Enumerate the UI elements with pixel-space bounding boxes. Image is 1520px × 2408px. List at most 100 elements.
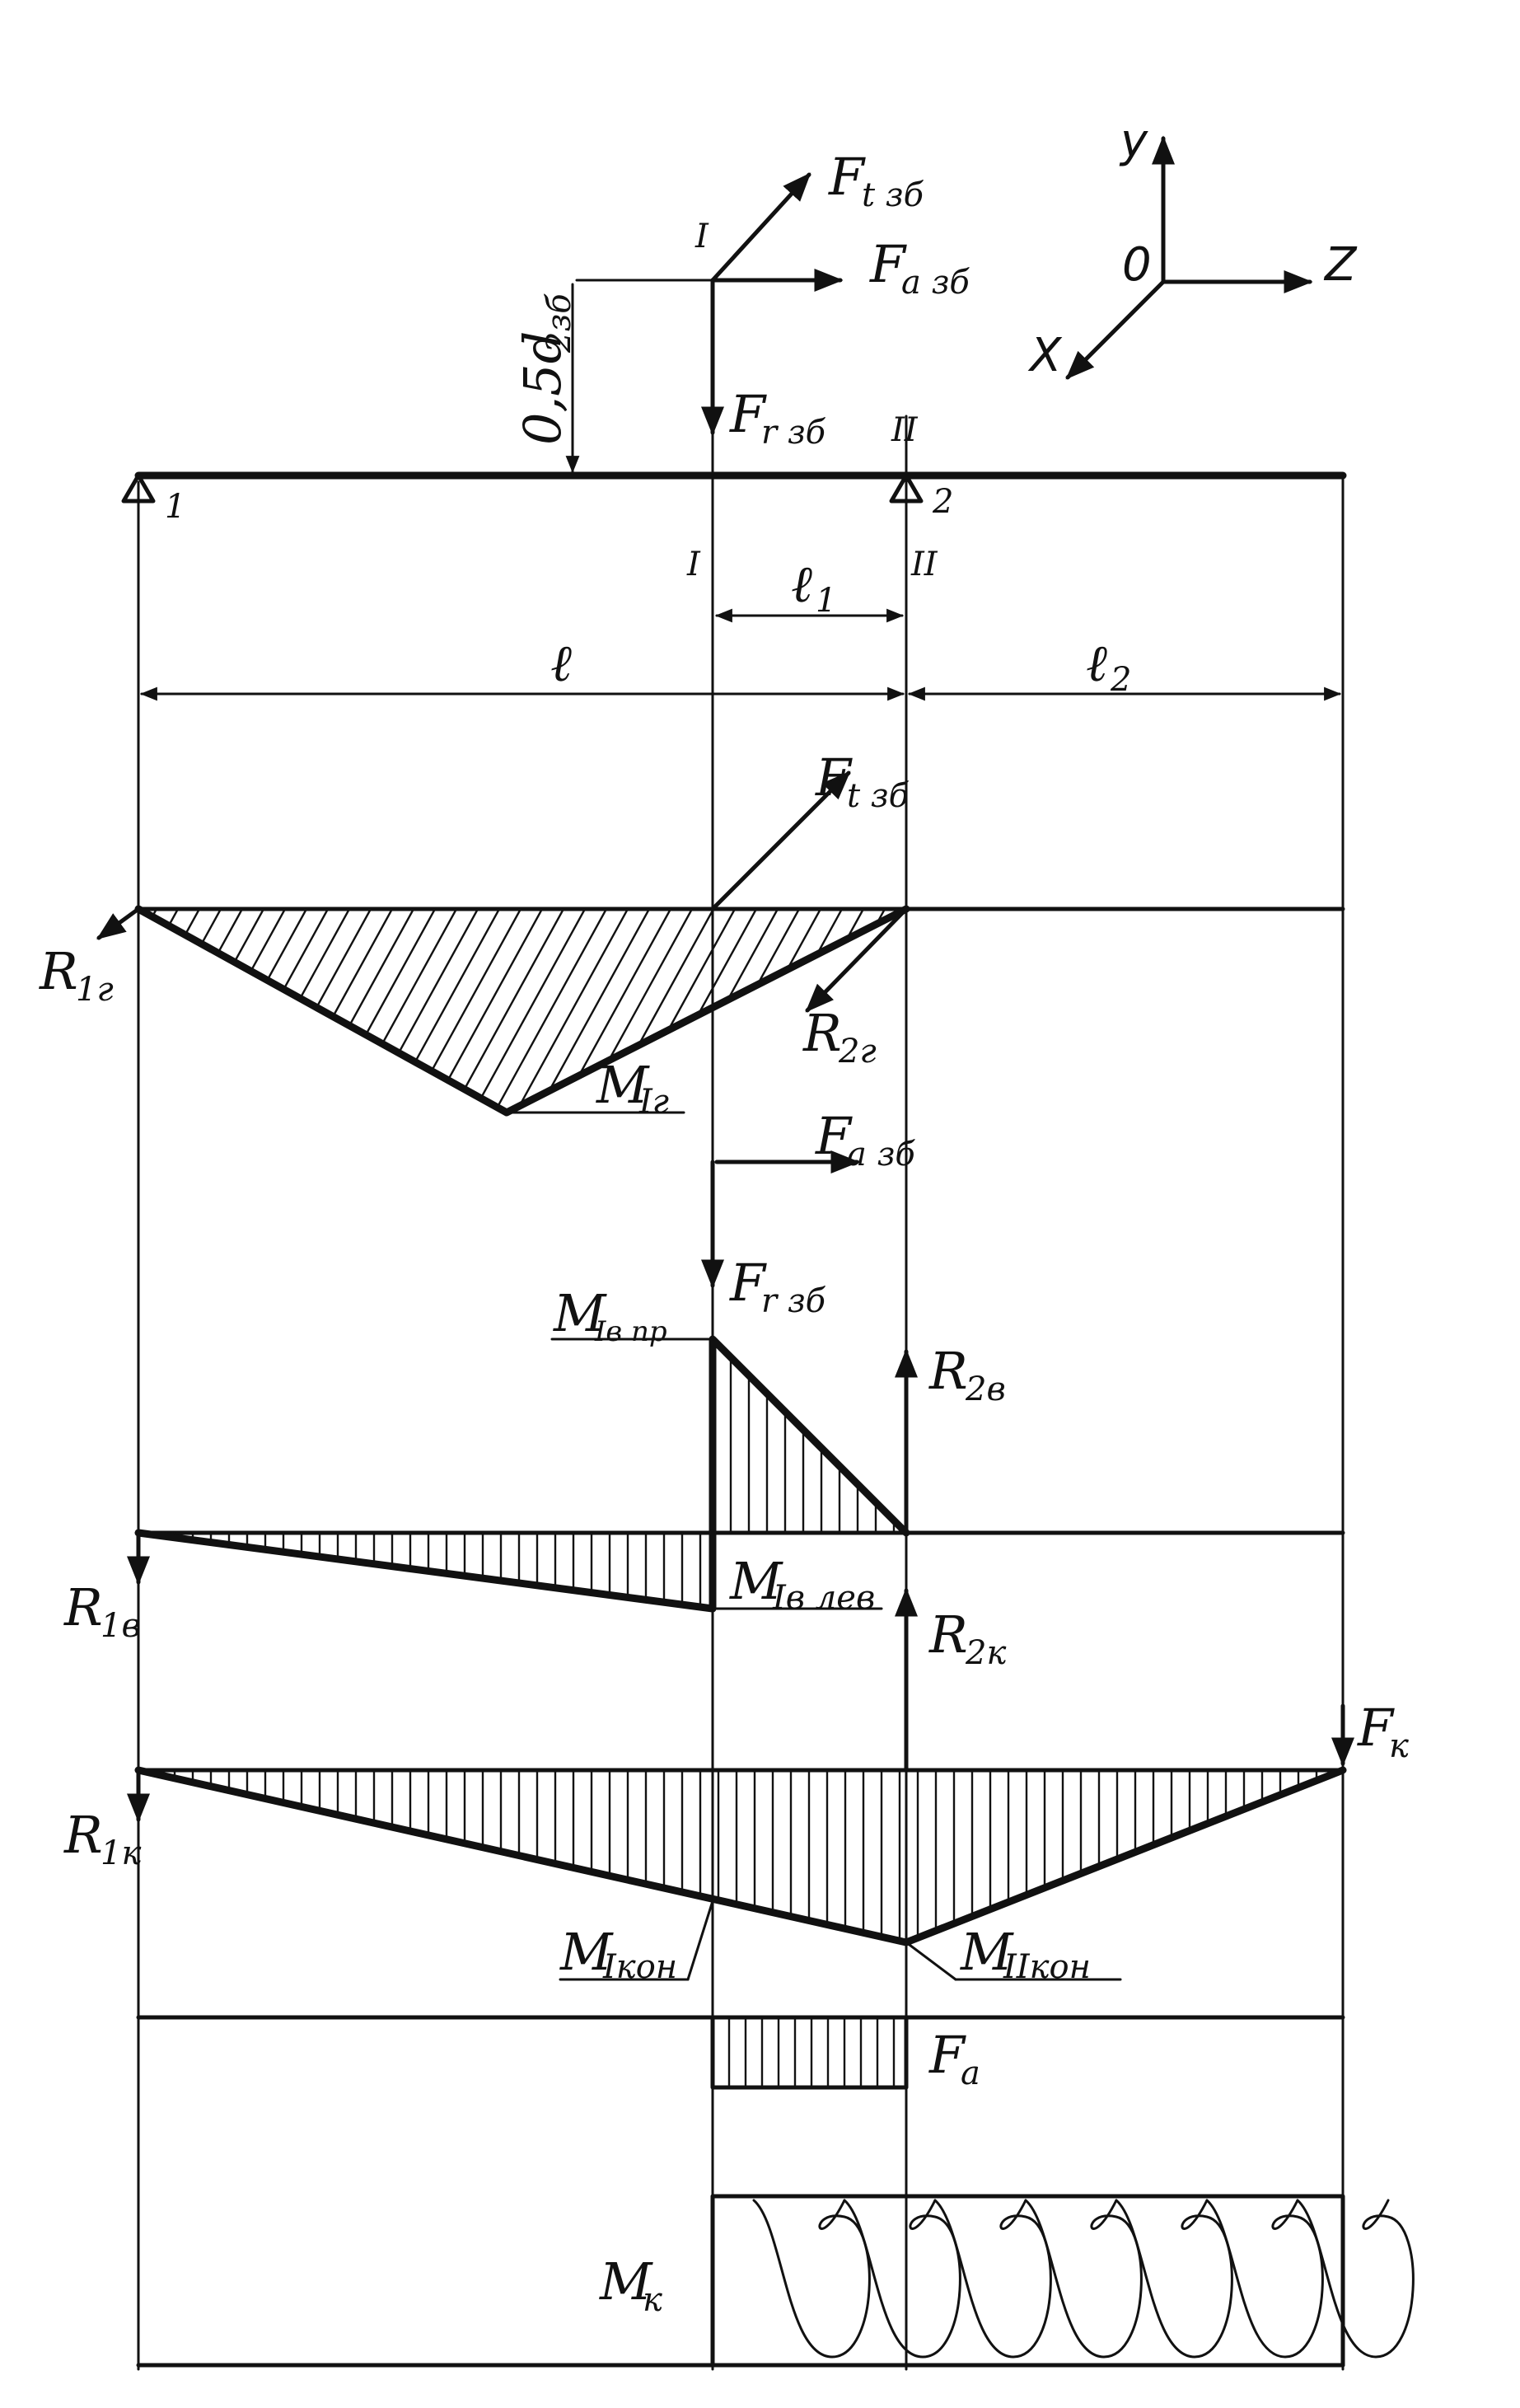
r1g-arrow bbox=[96, 907, 141, 940]
fr-sub: r зб bbox=[761, 414, 826, 452]
mivpr-sub: Iв пр bbox=[594, 1315, 667, 1348]
mig-label: M bbox=[596, 1055, 650, 1115]
hatch-line bbox=[414, 908, 501, 1062]
hatch-line bbox=[184, 908, 201, 935]
svg-text:0,5d: 0,5d bbox=[512, 331, 573, 445]
r2v-sub: 2в bbox=[965, 1370, 1006, 1408]
hatch-line bbox=[365, 908, 437, 1035]
hatch-g bbox=[151, 908, 886, 1108]
fa-sub: a зб bbox=[901, 264, 970, 302]
mikon-leader bbox=[686, 1900, 714, 1981]
ft-arrow bbox=[710, 172, 811, 283]
ft-g-label: F bbox=[815, 747, 853, 808]
miikon-leader bbox=[905, 1941, 957, 1981]
l2-label: ℓ bbox=[1086, 633, 1107, 693]
hatch-line bbox=[398, 908, 479, 1053]
fa-v-sub: a зб bbox=[847, 1136, 915, 1174]
torque-loop bbox=[1024, 2199, 1143, 2359]
mivlev-sub: Iв лев bbox=[772, 1579, 875, 1617]
hatch-line bbox=[518, 908, 629, 1107]
torque-loop bbox=[843, 2199, 961, 2359]
fr-v-label: F bbox=[729, 1253, 767, 1313]
mivlev-label: M bbox=[729, 1551, 783, 1611]
r2k-label: R bbox=[928, 1605, 968, 1665]
hatch-a bbox=[727, 2017, 896, 2087]
z-axis-label: Z bbox=[1323, 238, 1358, 292]
ft-arrow-g bbox=[710, 771, 851, 911]
origin-label: 0 bbox=[1122, 238, 1152, 292]
hatch-line bbox=[200, 908, 222, 944]
dimension-lines: ℓ 1 ℓ ℓ 2 bbox=[139, 554, 1342, 701]
moment-curve-g bbox=[134, 905, 910, 1117]
vertical-plane-diagram: F a зб F r зб M Iв пр R 2в R 1в M Iв лев bbox=[63, 1106, 1345, 1645]
torque-loops bbox=[752, 2199, 1415, 2359]
torque-loop bbox=[1205, 2199, 1324, 2359]
l-label: ℓ bbox=[550, 633, 572, 693]
torque-loop bbox=[1296, 2199, 1415, 2359]
mig-sub: Iг bbox=[638, 1083, 669, 1121]
mikon-label: M bbox=[559, 1922, 614, 1982]
hatch-k bbox=[155, 1770, 1318, 1942]
section-1-top: I bbox=[695, 218, 709, 255]
mikon-sub: Iкон bbox=[602, 1948, 677, 1986]
moment-curve-v-right bbox=[709, 1335, 910, 1537]
fr-v-sub: r зб bbox=[761, 1282, 826, 1320]
hatch-line bbox=[697, 908, 758, 1015]
r2k-sub: 2к bbox=[965, 1634, 1006, 1672]
miikon-sub: IIкон bbox=[1003, 1948, 1091, 1986]
axial-force-diagram: F a bbox=[136, 2015, 1345, 2092]
x-axis-label: X bbox=[1027, 329, 1063, 382]
hatch-line bbox=[266, 908, 308, 981]
axial-force-rect bbox=[710, 2015, 909, 2090]
torque-loop bbox=[752, 2199, 871, 2359]
coordinate-axes: y Z X 0 bbox=[1027, 115, 1358, 382]
fr-label: F bbox=[729, 384, 767, 444]
hatch-line bbox=[250, 908, 287, 972]
hatch-line bbox=[727, 908, 779, 1000]
fk-label: F bbox=[1357, 1698, 1395, 1758]
ft-sub: t зб bbox=[862, 176, 924, 214]
svg-text:2зб: 2зб bbox=[540, 293, 578, 354]
r2g-label: R bbox=[802, 1003, 842, 1063]
section-2-mark: II bbox=[910, 546, 938, 583]
reference-lines bbox=[137, 415, 1345, 2371]
mk-sub: к bbox=[643, 2281, 662, 2319]
y-axis-label: y bbox=[1119, 115, 1148, 168]
fa-plot-label: F bbox=[928, 2025, 966, 2085]
hatch-line bbox=[496, 908, 608, 1108]
torque-diagram: M к bbox=[136, 2194, 1415, 2368]
radius-label: 0,5d 2зб bbox=[512, 293, 578, 445]
hatch-line bbox=[756, 908, 801, 985]
fa-label: F bbox=[869, 234, 907, 294]
support-1-label: 1 bbox=[165, 488, 185, 526]
x-axis bbox=[1065, 279, 1166, 380]
r2g-arrow bbox=[805, 907, 909, 1013]
r1k-sub: 1к bbox=[101, 1834, 141, 1872]
r1v-sub: 1в bbox=[101, 1607, 141, 1645]
hatch-line bbox=[447, 908, 544, 1080]
ft-g-sub: t зб bbox=[847, 777, 910, 815]
r1v-label: R bbox=[63, 1577, 103, 1637]
hatch-line bbox=[638, 908, 715, 1046]
torque-rect bbox=[710, 2194, 1345, 2368]
hatch-line bbox=[786, 908, 822, 970]
hatch-line bbox=[381, 908, 458, 1044]
miikon-label: M bbox=[960, 1922, 1014, 1982]
section-1-mark: I bbox=[686, 546, 701, 583]
r2g-sub: 2г bbox=[838, 1033, 877, 1070]
hatch-line bbox=[283, 908, 330, 990]
hatch-line bbox=[233, 908, 265, 963]
r1g-sub: 1г bbox=[76, 971, 114, 1009]
l1-label: ℓ bbox=[791, 554, 812, 614]
hatch-line bbox=[464, 908, 565, 1089]
mivpr-label: M bbox=[553, 1283, 607, 1343]
hatch-line bbox=[348, 908, 415, 1026]
section-2-top: II bbox=[891, 411, 919, 449]
hatch-line bbox=[431, 908, 522, 1071]
hatch-line bbox=[816, 908, 844, 955]
r1g-label: R bbox=[39, 941, 78, 1001]
hatch-line bbox=[332, 908, 394, 1017]
support-2-label: 2 bbox=[932, 483, 953, 521]
torque-loop bbox=[933, 2199, 1052, 2359]
